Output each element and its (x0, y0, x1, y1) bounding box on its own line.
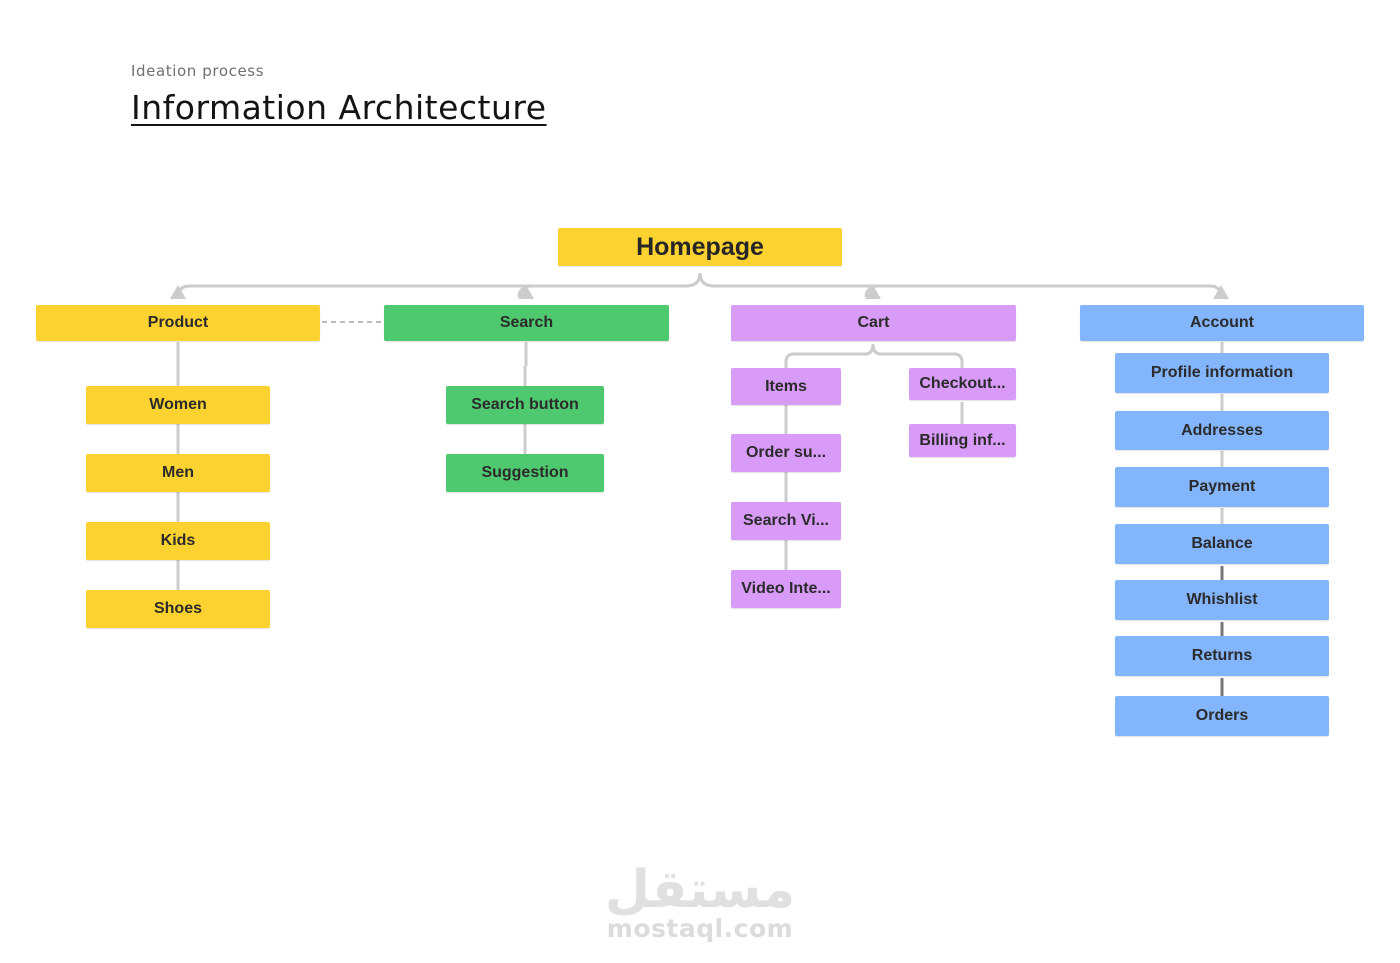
node-cart-search-view[interactable]: Search Vi... (731, 502, 841, 540)
branch-stub-search (517, 284, 531, 298)
arrow-account (1213, 285, 1229, 299)
node-search-button[interactable]: Search button (446, 386, 604, 424)
node-cart-checkout[interactable]: Checkout... (909, 368, 1016, 400)
node-account-orders[interactable]: Orders (1115, 696, 1329, 736)
arrow-cart (865, 285, 881, 299)
node-account-returns[interactable]: Returns (1115, 636, 1329, 676)
root-brace-line (176, 272, 1223, 298)
watermark-url: mostaql.com (606, 914, 794, 943)
node-cart-video-interface[interactable]: Video Inte... (731, 570, 841, 608)
node-cart[interactable]: Cart (731, 305, 1016, 341)
node-account-payment[interactable]: Payment (1115, 467, 1329, 507)
watermark-logo-arabic: مستقل (604, 860, 796, 920)
node-product-kids[interactable]: Kids (86, 522, 270, 560)
node-cart-items[interactable]: Items (731, 368, 841, 405)
node-account[interactable]: Account (1080, 305, 1364, 341)
branch-stub-cart (864, 284, 878, 298)
node-cart-billing-info[interactable]: Billing inf... (909, 424, 1016, 457)
node-product[interactable]: Product (36, 305, 320, 341)
node-product-men[interactable]: Men (86, 454, 270, 492)
node-cart-order-summary[interactable]: Order su... (731, 434, 841, 472)
arrow-product (170, 285, 186, 299)
node-account-balance[interactable]: Balance (1115, 524, 1329, 564)
header: Ideation process Information Architectur… (131, 62, 547, 127)
node-product-women[interactable]: Women (86, 386, 270, 424)
page-title: Information Architecture (131, 88, 547, 127)
eyebrow-label: Ideation process (131, 62, 265, 80)
node-search[interactable]: Search (384, 305, 669, 341)
node-account-profile[interactable]: Profile information (1115, 353, 1329, 393)
node-account-addresses[interactable]: Addresses (1115, 411, 1329, 450)
node-search-suggestion[interactable]: Suggestion (446, 454, 604, 492)
node-homepage[interactable]: Homepage (558, 228, 842, 266)
node-account-wishlist[interactable]: Whishlist (1115, 580, 1329, 620)
node-product-shoes[interactable]: Shoes (86, 590, 270, 628)
arrow-search (518, 285, 534, 299)
